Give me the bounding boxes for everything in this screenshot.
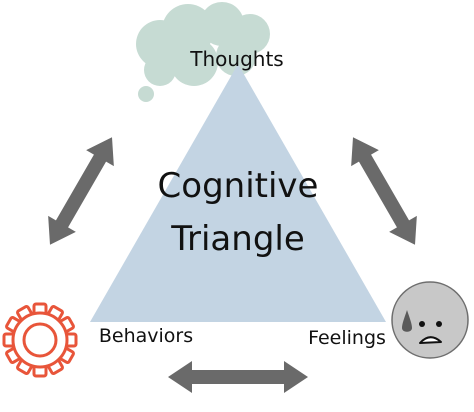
gear-icon <box>2 302 78 378</box>
thoughts-label: Thoughts <box>189 47 283 71</box>
title-line-1: Cognitive <box>158 166 319 206</box>
sad-face-icon <box>391 281 469 359</box>
double-arrow-icon <box>351 137 417 245</box>
double-arrow-icon <box>168 361 308 393</box>
thought-cloud-icon <box>136 2 270 102</box>
behaviors-label: Behaviors <box>99 325 193 347</box>
title-line-2: Triangle <box>170 219 305 259</box>
double-arrow-icon <box>48 137 114 245</box>
cognitive-triangle <box>90 64 386 322</box>
feelings-label: Feelings <box>308 327 386 349</box>
